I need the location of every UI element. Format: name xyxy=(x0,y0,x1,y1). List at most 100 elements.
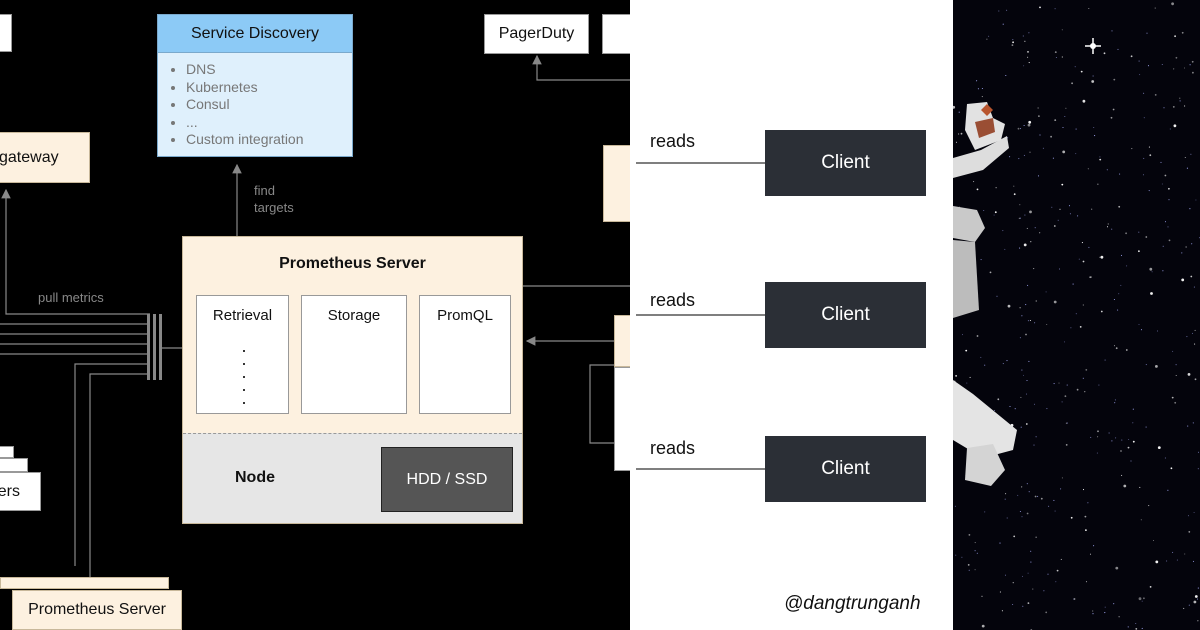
star xyxy=(1057,219,1059,221)
star xyxy=(1053,383,1055,385)
star xyxy=(1197,620,1199,622)
star xyxy=(1073,598,1076,600)
star xyxy=(1012,603,1014,606)
star xyxy=(976,335,979,337)
space-figure xyxy=(953,38,1101,486)
star xyxy=(1073,598,1075,600)
star xyxy=(1168,187,1170,190)
pagerduty-box: PagerDuty xyxy=(484,14,589,54)
star xyxy=(1025,333,1027,336)
star xyxy=(1066,422,1068,424)
star xyxy=(1043,590,1045,592)
star xyxy=(974,569,976,571)
star xyxy=(1132,408,1134,410)
star xyxy=(1107,223,1109,225)
star xyxy=(1099,256,1101,258)
star xyxy=(1084,391,1086,393)
star xyxy=(1026,227,1028,229)
star xyxy=(1125,232,1127,235)
star xyxy=(1113,603,1115,605)
star xyxy=(983,209,985,212)
star xyxy=(1085,581,1088,583)
star xyxy=(1194,595,1198,598)
star xyxy=(1061,183,1064,186)
client-read-lines xyxy=(636,162,765,470)
partial-box-right-2 xyxy=(614,315,630,367)
star xyxy=(1006,9,1008,11)
star xyxy=(1025,304,1027,306)
star xyxy=(998,10,1000,12)
star xyxy=(1024,40,1026,42)
star xyxy=(1029,151,1031,153)
star xyxy=(955,554,957,556)
storage-box: Storage xyxy=(301,295,407,414)
hdd-ssd-box: HDD / SSD xyxy=(381,447,513,512)
star xyxy=(1034,322,1036,324)
star xyxy=(1114,402,1116,404)
watermark: @dangtrunganh xyxy=(784,593,921,614)
star xyxy=(1162,270,1164,272)
star xyxy=(1088,246,1090,248)
star xyxy=(1143,597,1145,600)
star xyxy=(1023,124,1025,127)
prometheus-server-box: Prometheus Server Retrieval ····· Storag… xyxy=(182,236,523,524)
star xyxy=(1055,56,1057,59)
star xyxy=(984,511,986,513)
star xyxy=(1072,283,1074,285)
star xyxy=(1092,610,1094,612)
star xyxy=(1138,231,1140,233)
bottom-prometheus-server-box: Prometheus Server xyxy=(12,590,182,630)
star xyxy=(1113,78,1116,81)
star xyxy=(1012,41,1014,44)
star xyxy=(1081,242,1083,244)
star xyxy=(1075,153,1077,155)
star xyxy=(1013,535,1016,538)
partial-box-right-1 xyxy=(603,145,630,222)
star xyxy=(1065,444,1068,446)
star xyxy=(981,87,983,90)
star xyxy=(1164,174,1167,177)
star xyxy=(1082,377,1084,379)
star xyxy=(1088,7,1090,10)
star xyxy=(1037,107,1039,109)
star xyxy=(999,591,1001,593)
star xyxy=(1084,515,1087,518)
star xyxy=(1019,247,1021,249)
star xyxy=(958,133,960,135)
star xyxy=(1117,48,1119,50)
star xyxy=(1173,124,1177,128)
star xyxy=(994,211,997,214)
star xyxy=(1143,157,1145,159)
star xyxy=(1020,396,1022,398)
star xyxy=(1172,350,1174,352)
star xyxy=(1006,360,1008,362)
star xyxy=(1069,213,1071,215)
star xyxy=(1194,378,1197,381)
star xyxy=(1077,215,1079,217)
star xyxy=(1143,117,1145,119)
node-label: Node xyxy=(235,469,275,486)
star xyxy=(1050,135,1052,138)
star xyxy=(1028,360,1030,362)
star xyxy=(1013,193,1016,196)
exporter-stack-middle xyxy=(0,458,28,472)
star xyxy=(1027,51,1029,53)
star xyxy=(1194,343,1196,345)
star xyxy=(1115,437,1117,439)
star xyxy=(1092,75,1094,77)
star xyxy=(1188,604,1190,606)
star xyxy=(1148,146,1150,148)
star xyxy=(1056,569,1059,572)
star xyxy=(968,569,970,571)
star xyxy=(1012,582,1014,584)
star xyxy=(1002,23,1004,25)
star xyxy=(1186,336,1188,338)
star xyxy=(1169,128,1171,130)
star xyxy=(1082,489,1085,491)
star xyxy=(1138,597,1142,601)
client-box: Client xyxy=(765,130,926,196)
star xyxy=(1002,363,1004,365)
star xyxy=(1100,310,1103,313)
star xyxy=(1062,150,1066,154)
star xyxy=(1027,572,1029,574)
